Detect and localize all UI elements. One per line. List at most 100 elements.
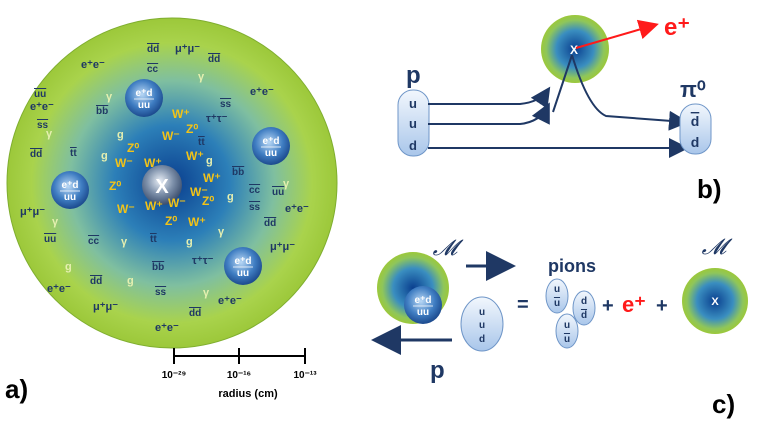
scale-tick-3: 10⁻¹³	[293, 370, 317, 381]
label-gluon: g	[117, 129, 124, 141]
svg-text:u: u	[554, 284, 560, 295]
label-gamma: γ	[121, 236, 128, 248]
label-gamma: γ	[46, 128, 53, 140]
proton-sphere-left: e⁺d uu	[51, 171, 89, 209]
label-mumu: μ⁺μ⁻	[270, 241, 295, 253]
pion-b: d d	[572, 290, 596, 326]
label-tt: tt	[150, 234, 157, 245]
label-tautau: τ⁺τ⁻	[206, 113, 228, 125]
label-w-plus: W⁺	[203, 171, 221, 185]
scale-tick-2: 10⁻¹⁶	[227, 370, 251, 381]
label-dd: dd	[208, 54, 220, 65]
svg-text:e⁺d: e⁺d	[415, 295, 432, 306]
label-uu: uu	[34, 89, 46, 100]
x-sphere-final-label: X	[711, 296, 719, 308]
label-w-plus: W⁺	[186, 149, 204, 163]
svg-text:u: u	[564, 320, 570, 331]
pion-label: π⁰	[680, 77, 706, 102]
quark-lines	[428, 54, 689, 158]
quark-pair-labels: dd dd cc uu bb ss ss tt tt dd bb cc ss d…	[30, 44, 284, 319]
x-boson-label: X	[155, 176, 169, 198]
label-ss: ss	[220, 99, 232, 110]
weak-boson-labels: W⁺ W⁻ Z⁰ Z⁰ W⁺ W⁻ W⁺ W⁺ Z⁰ W⁻ W⁻ W⁺ W⁻ Z…	[109, 107, 221, 229]
arrow-u-to-x	[428, 86, 551, 109]
label-z0: Z⁰	[127, 141, 139, 155]
label-uu: uu	[272, 187, 284, 198]
label-gamma: γ	[283, 178, 290, 190]
svg-text:e⁺d: e⁺d	[136, 88, 153, 99]
arrow-u2-to-x	[428, 102, 550, 125]
label-gamma: γ	[218, 226, 225, 238]
label-gamma: γ	[198, 71, 205, 83]
svg-text:uu: uu	[64, 192, 76, 203]
label-tt: tt	[70, 148, 77, 159]
label-w-plus: W⁺	[172, 107, 190, 121]
label-w-minus: W⁻	[115, 156, 133, 170]
label-bb: bb	[152, 262, 164, 273]
label-gamma: γ	[106, 91, 113, 103]
svg-text:u: u	[409, 116, 417, 131]
label-uu: uu	[44, 234, 56, 245]
svg-text:u: u	[564, 334, 570, 345]
svg-text:u: u	[554, 298, 560, 309]
label-ss: ss	[249, 202, 261, 213]
svg-text:d: d	[581, 296, 587, 307]
proton-sphere-bottom: e⁺d uu	[224, 247, 262, 285]
label-w-minus: W⁻	[162, 129, 180, 143]
label-w-plus: W⁺	[144, 156, 162, 170]
pion-a: u u	[545, 278, 569, 314]
label-ee: e⁺e⁻	[81, 59, 105, 71]
panel-label-c: c)	[712, 389, 735, 419]
proton-label: p	[406, 62, 421, 89]
pions-label: pions	[548, 256, 596, 276]
svg-text:u: u	[479, 307, 485, 318]
x-boson-core	[142, 165, 182, 205]
label-z0: Z⁰	[109, 179, 121, 193]
svg-text:d: d	[691, 134, 700, 150]
label-mumu: μ⁺μ⁻	[20, 206, 45, 218]
svg-text:u: u	[479, 320, 485, 331]
label-mumu: μ⁺μ⁻	[175, 43, 200, 55]
bound-proton: e⁺d uu	[404, 286, 442, 324]
svg-text:d: d	[691, 113, 700, 129]
scale-axis-label: radius (cm)	[218, 388, 278, 400]
label-tt: tt	[198, 137, 205, 148]
proton-sphere-top: e⁺d uu	[125, 79, 163, 117]
lepton-labels: e⁺e⁻ μ⁺μ⁻ e⁺e⁻ e⁺e⁻ τ⁺τ⁻ μ⁺μ⁻ e⁺e⁻ τ⁺τ⁻ …	[20, 43, 309, 334]
svg-text:e⁺d: e⁺d	[62, 180, 79, 191]
proton-label-c: p	[430, 357, 445, 384]
x-sphere	[541, 15, 609, 83]
pion-quark-bag: d d	[679, 103, 712, 155]
label-cc: cc	[147, 64, 159, 75]
svg-text:e⁺d: e⁺d	[263, 136, 280, 147]
label-gluon: g	[101, 150, 108, 162]
line-x-down	[552, 54, 573, 113]
label-gluon: g	[65, 261, 72, 273]
label-gluon: g	[186, 236, 193, 248]
scale-tick-1: 10⁻²⁹	[162, 370, 187, 381]
pion-c: u u	[555, 313, 579, 349]
panel-label-a: a)	[5, 374, 28, 404]
label-dd: dd	[189, 308, 201, 319]
label-dd: dd	[147, 44, 159, 55]
svg-text:d: d	[409, 138, 417, 153]
equals-sign: =	[517, 294, 529, 316]
x-sphere-label: X	[570, 43, 578, 57]
plus-sign-2: +	[656, 295, 668, 317]
panel-b: p u u d X e⁺ π⁰ d d b)	[397, 14, 722, 204]
label-gluon: g	[127, 275, 134, 287]
label-gamma: γ	[203, 287, 210, 299]
panel-a: X e⁺d uu e⁺d uu e⁺d uu e⁺d uu e⁺e	[5, 17, 338, 404]
label-gluon: g	[206, 155, 213, 167]
label-dd: dd	[90, 276, 102, 287]
label-w-plus: W⁺	[188, 215, 206, 229]
proton-sphere-right: e⁺d uu	[252, 127, 290, 165]
label-bb: bb	[232, 167, 244, 178]
svg-text:e⁺d: e⁺d	[235, 256, 252, 267]
label-tautau: τ⁺τ⁻	[192, 255, 214, 267]
label-ee: e⁺e⁻	[285, 203, 309, 215]
label-cc: cc	[88, 236, 100, 247]
m-symbol-right: 𝓜	[702, 235, 733, 260]
